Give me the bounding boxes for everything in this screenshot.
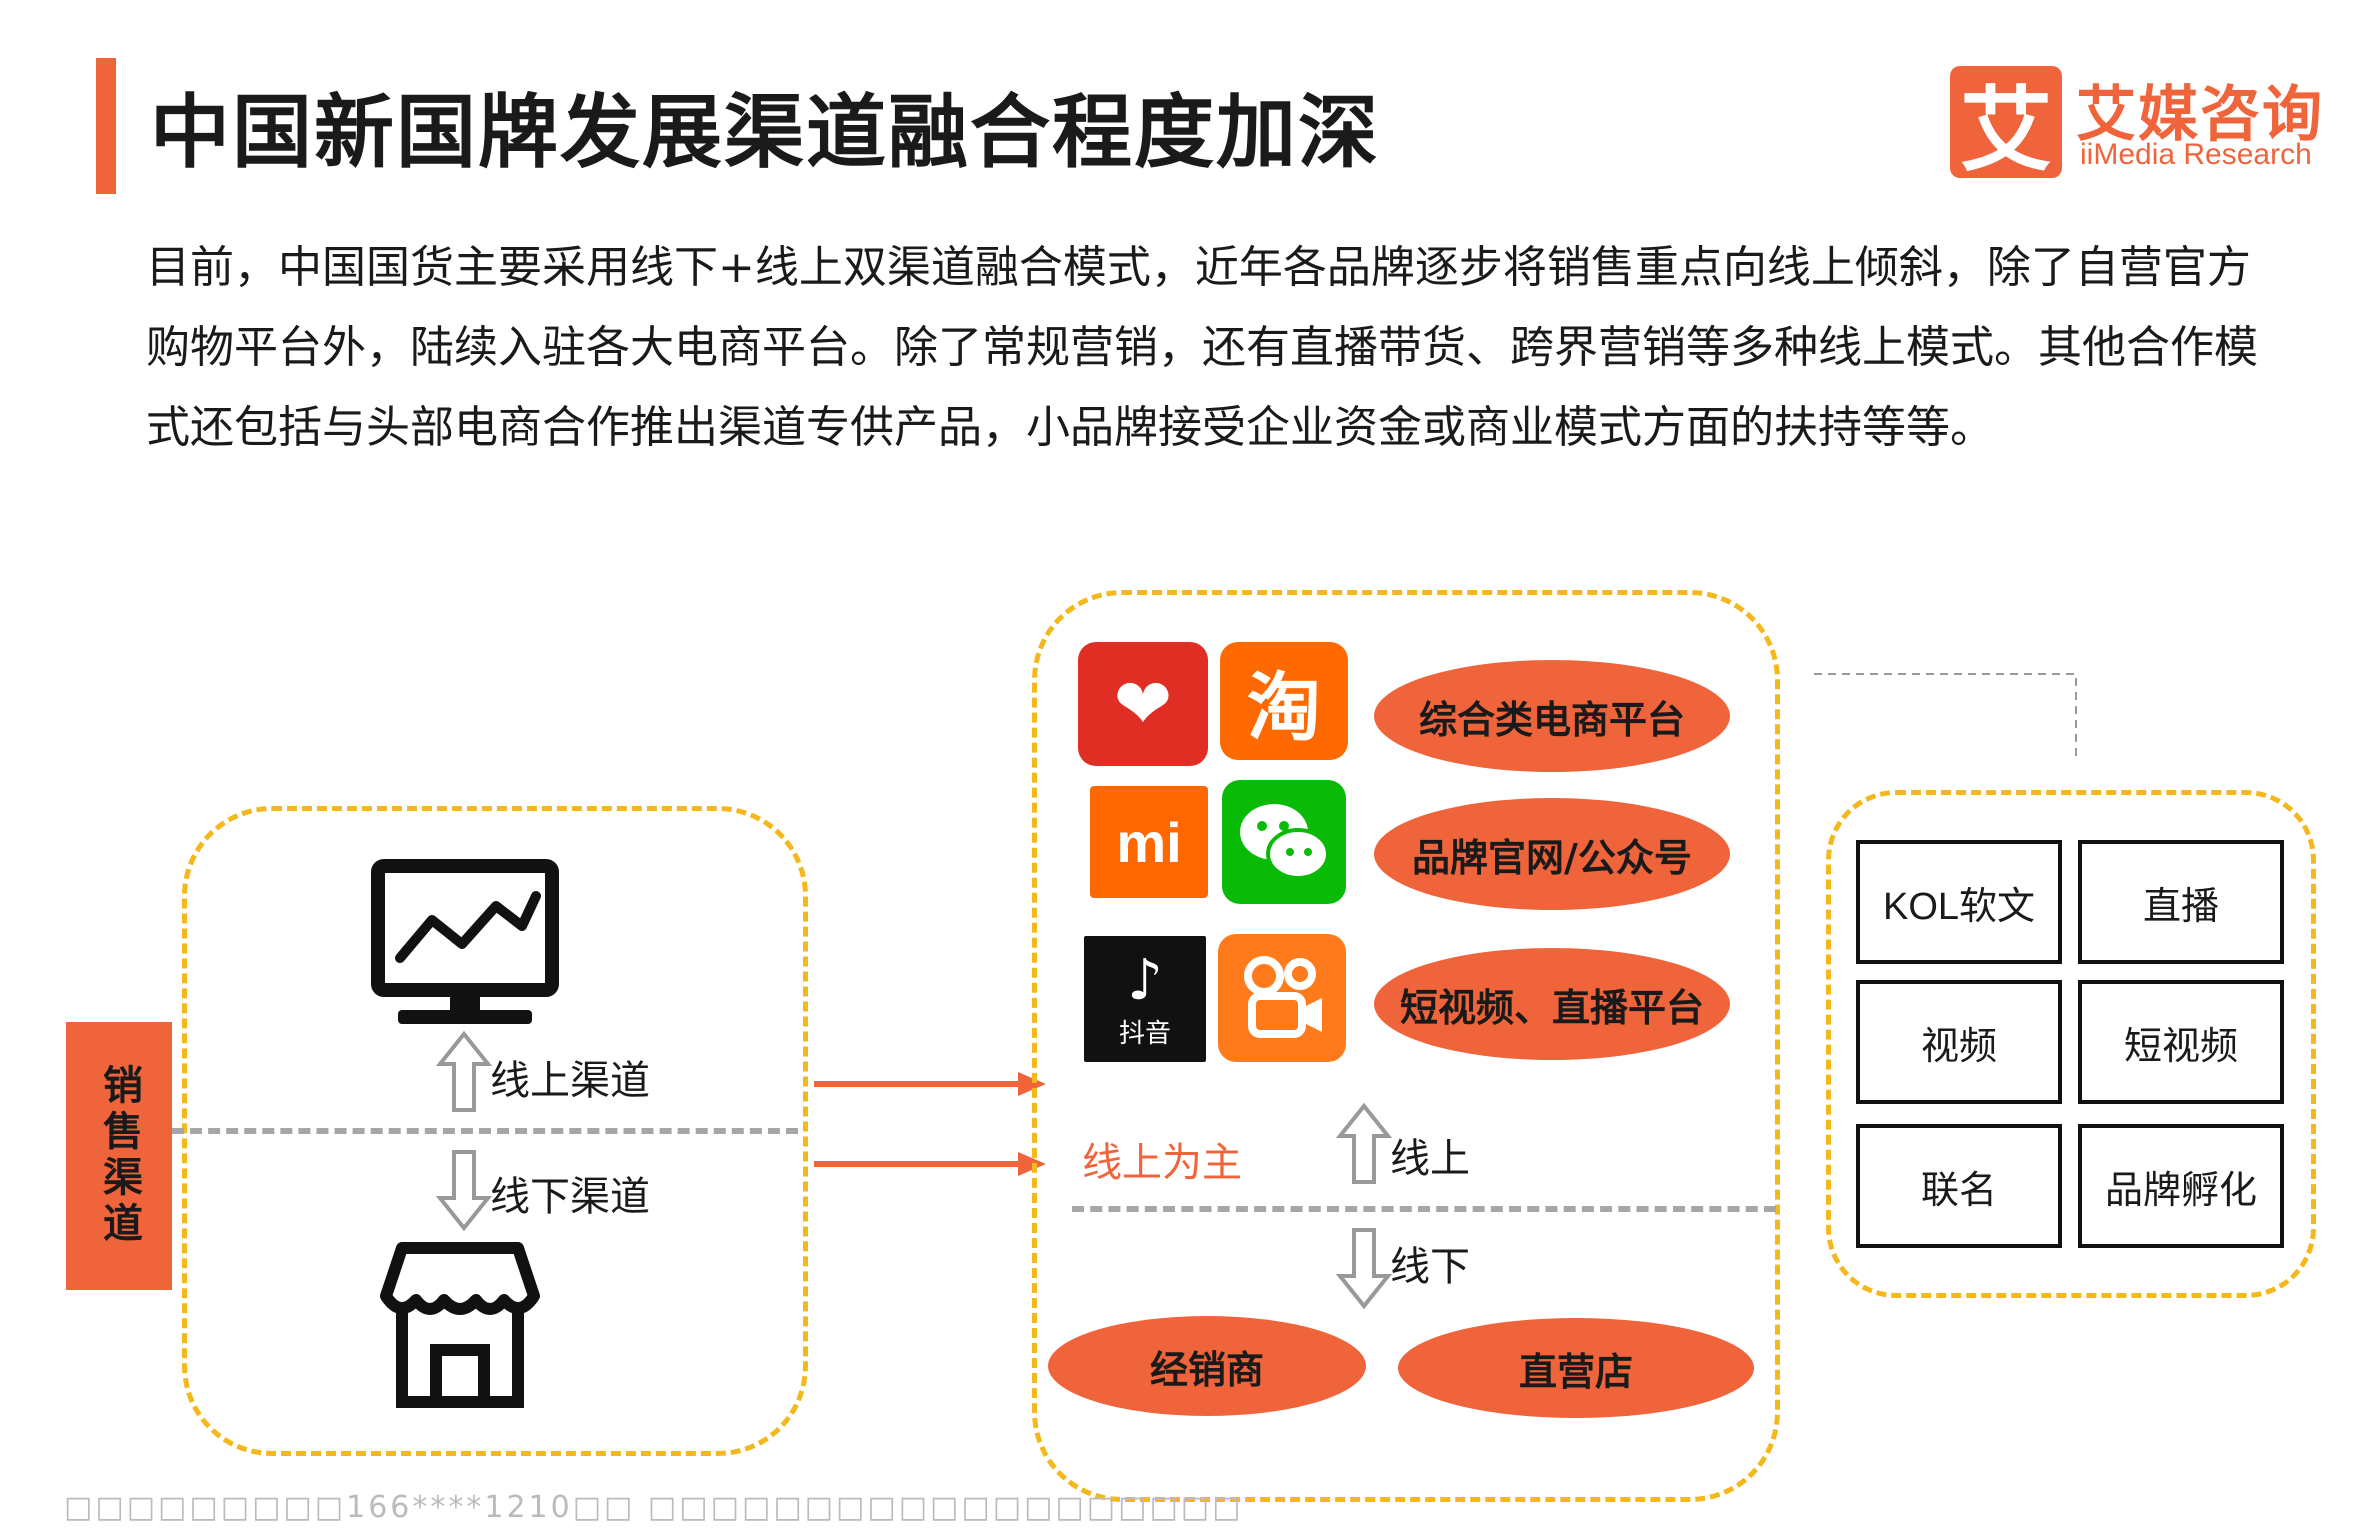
platform-type-pill: 综合类电商平台 [1374,660,1730,772]
wechat-icon [1222,780,1346,904]
mode-cell: 直播 [2078,840,2284,964]
platform-type-pill: 短视频、直播平台 [1374,948,1730,1060]
marketing-mode-panel [1826,790,2316,1298]
online-label: 线上 [1390,1136,1470,1182]
offline-channel-pill: 经销商 [1048,1316,1366,1416]
mode-cell: KOL软文 [1856,840,2062,964]
side-label-text: 销售渠道 [96,1064,142,1248]
mode-cell: 品牌孵化 [2078,1124,2284,1248]
middle-divider [1072,1206,1776,1212]
logo-text-en: iiMedia Research [2080,138,2312,171]
footer-watermark: □□□□□□□□□166****1210□□ □□□□□□□□□□□□□□□□□… [64,1490,1244,1525]
kuaishou-camera-icon [1244,956,1322,1038]
connector-arrows [814,1072,1046,1176]
pinduoduo-icon: ❤ [1078,642,1208,766]
mode-cell: 联名 [1856,1124,2062,1248]
intro-paragraph: 目前，中国国货主要采用线下+线上双渠道融合模式，近年各品牌逐步将销售重点向线上倾… [146,242,2258,453]
platform-panel [1032,590,1780,1502]
kuaishou-icon [1218,934,1346,1062]
mode-cell: 短视频 [2078,980,2284,1104]
taobao-icon: 淘 [1220,642,1348,760]
wechat-bubbles-icon [1240,804,1330,880]
dashed-connector [1814,673,2077,758]
title-accent-bar [96,58,116,194]
douyin-caption: 抖音 [1118,1019,1171,1049]
down-arrow-icon [436,1150,492,1232]
left-divider [172,1128,798,1134]
page-title: 中国新国牌发展渠道融合程度加深 [150,86,1380,179]
xiaomi-icon: mi [1090,786,1208,898]
side-label: 销售渠道 [66,1022,172,1290]
down-arrow-icon [1336,1228,1392,1310]
online-main-label: 线上为主 [1082,1140,1242,1186]
douyin-icon: ♪ 抖音 [1084,936,1206,1062]
up-arrow-icon [1336,1102,1392,1184]
logo-text-cn: 艾媒咨询 [2076,80,2324,150]
platform-type-pill: 品牌官网/公众号 [1374,798,1730,910]
mode-cell: 视频 [1856,980,2062,1104]
douyin-note-glyph: ♪ [1127,948,1163,1013]
storefront-icon [380,1242,540,1408]
offline-channel-label: 线下渠道 [490,1174,650,1220]
monitor-chart-icon [371,859,559,1024]
offline-label: 线下 [1390,1244,1470,1290]
up-arrow-icon [436,1030,492,1112]
offline-channel-pill: 直营店 [1398,1318,1754,1418]
logo-icon: 艾 [1950,66,2062,184]
online-channel-label: 线上渠道 [490,1058,650,1104]
